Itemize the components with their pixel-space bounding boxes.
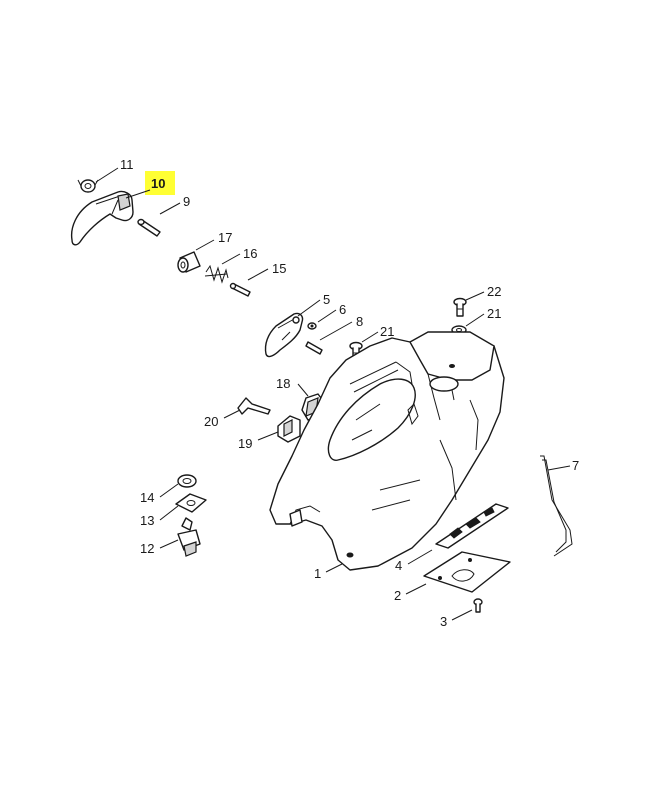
part-11-clip (77, 179, 99, 193)
callout-3: 3 (440, 614, 447, 629)
callout-6: 6 (339, 302, 346, 317)
part-14-nut (177, 474, 197, 488)
callout-10-highlight (145, 171, 175, 195)
callout-21-left: 21 (380, 324, 394, 339)
callout-1: 1 (314, 566, 321, 581)
callout-10: 10 (151, 176, 165, 191)
callout-20: 20 (204, 414, 218, 429)
part-8-pin (305, 341, 323, 355)
part-15-pin (229, 282, 251, 297)
part-10-trigger (70, 190, 134, 246)
callout-11: 11 (120, 157, 134, 172)
callout-9: 9 (183, 194, 190, 209)
part-4-decal (435, 503, 509, 549)
part-20-rod (237, 397, 271, 415)
part-9-pin (137, 218, 161, 237)
callout-18: 18 (276, 376, 290, 391)
callout-12: 12 (140, 541, 154, 556)
callout-21-right: 21 (487, 306, 501, 321)
callout-4: 4 (395, 558, 402, 573)
part-17-sleeve (177, 251, 201, 273)
part-3-screw (473, 598, 483, 613)
leader-lines (95, 167, 571, 621)
callout-22: 22 (487, 284, 501, 299)
callout-2: 2 (394, 588, 401, 603)
part-13-plate (175, 493, 207, 513)
part-16-spring (204, 264, 229, 284)
callout-19: 19 (238, 436, 252, 451)
part-2-plate (423, 551, 511, 593)
part-22-screw (453, 297, 467, 317)
callouts: 11 10 9 17 16 15 5 6 8 21 22 21 18 20 19… (120, 157, 579, 629)
callout-15: 15 (272, 261, 286, 276)
part-1-housing (269, 331, 505, 571)
callout-13: 13 (140, 513, 154, 528)
part-5-lever (264, 312, 304, 358)
callout-14: 14 (140, 490, 154, 505)
part-19-bracket (277, 415, 301, 443)
part-6-washer (307, 322, 317, 330)
callout-16: 16 (243, 246, 257, 261)
callout-17: 17 (218, 230, 232, 245)
callout-7: 7 (572, 458, 579, 473)
part-7-rod (540, 455, 573, 557)
callout-5: 5 (323, 292, 330, 307)
part-12-switch (177, 517, 201, 557)
callout-8: 8 (356, 314, 363, 329)
